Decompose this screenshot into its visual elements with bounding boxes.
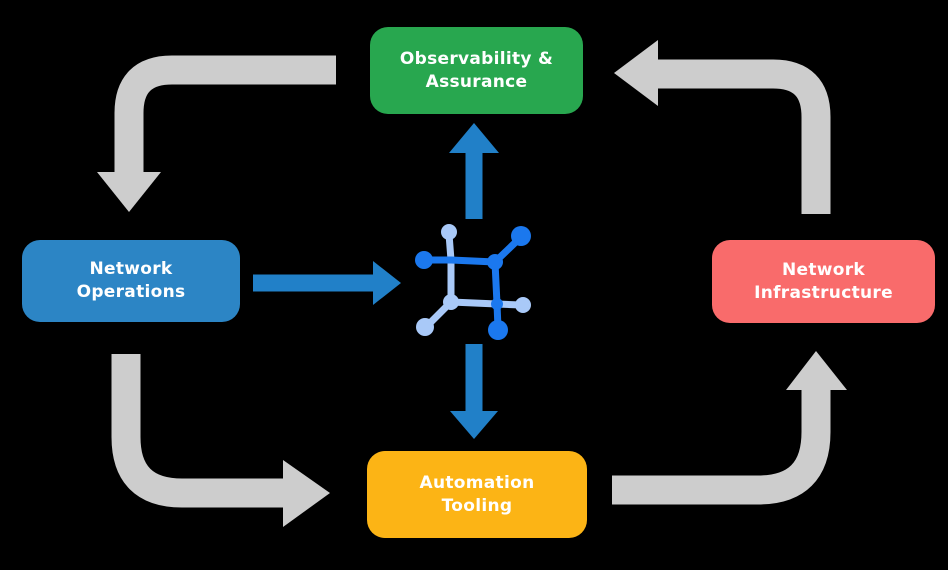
flow-arrow-right [253,261,401,305]
node-network-infrastructure: Network Infrastructure [712,240,935,323]
flow-arrow-down-head [450,411,498,439]
node-automation-tooling-label: Automation Tooling [419,472,535,516]
node-network-operations-label: Network Operations [76,259,186,302]
cycle-arrow-bottom-left-head [283,460,330,527]
cycle-arrow-bottom-left-shaft [111,354,284,508]
cycle-arrow-top-right-shaft [657,59,831,214]
flow-arrow-up-head [449,123,499,153]
node-automation-tooling: Automation Tooling [367,451,587,538]
cycle-arrow-top-right-head [614,40,658,106]
flow-arrow-down [450,344,498,439]
flow-arrow-right-head [373,261,401,305]
cycle-arrow-bottom-right-head [786,351,847,390]
cycle-arrow-top-right [614,40,831,214]
cycle-arrow-top-left [97,55,336,212]
cycle-arrow-bottom-right [612,351,847,505]
cycle-arrow-top-left-shaft [114,55,336,173]
cycle-arrow-top-left-head [97,172,161,212]
cycle-arrow-bottom-right-shaft [612,389,831,505]
network-mesh-icon-dots [415,224,531,340]
node-observability-assurance: Observability & Assurance [370,27,583,114]
cycle-arrow-bottom-left [111,354,330,527]
node-observability-assurance-label: Observability & Assurance [399,48,554,92]
node-network-infrastructure-label: Network Infrastructure [754,259,893,303]
network-mesh-icon [415,224,531,340]
flow-arrow-up [449,123,499,219]
node-network-operations: Network Operations [22,240,240,322]
